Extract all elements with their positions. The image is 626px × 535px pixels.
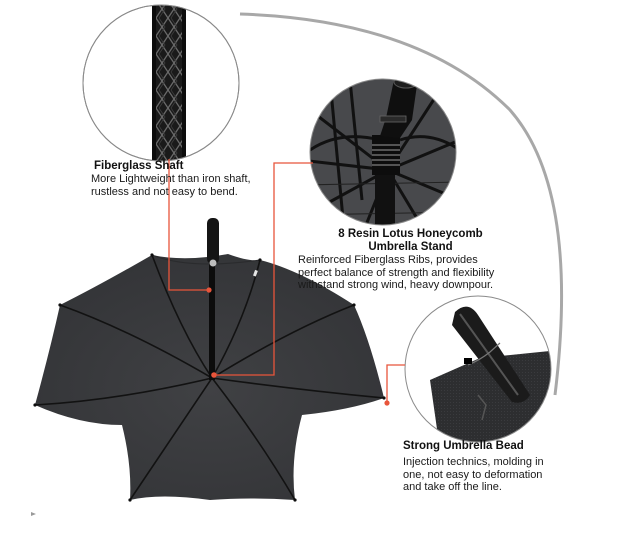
callout-title: Fiberglass Shaft — [94, 160, 184, 172]
callout-umbrella-bead: Strong Umbrella Bead Injection technics,… — [403, 440, 603, 494]
stand-detail-image — [309, 78, 457, 226]
connector-stand — [216, 162, 313, 376]
callout-description-line: More Lightweight than iron shaft, — [91, 173, 251, 185]
callout-title: 8 Resin Lotus Honeycomb — [338, 228, 483, 240]
connector-shaft — [168, 159, 209, 291]
callout-description-line: Injection technics, molding in — [403, 456, 544, 468]
connector-bead — [386, 364, 405, 402]
connector-lines — [168, 159, 405, 402]
callout-description-line: and take off the line. — [403, 481, 502, 493]
callout-title: Strong Umbrella Bead — [403, 440, 524, 452]
callout-honeycomb-stand: 8 Resin Lotus Honeycomb Umbrella Stand R… — [298, 228, 558, 292]
callout-fiberglass-shaft: Fiberglass Shaft More Lightweight than i… — [91, 160, 311, 198]
callout-description-line: withstand strong wind, heavy downpour. — [298, 279, 494, 291]
main-umbrella-image — [33, 218, 386, 502]
callout-description-line: perfect balance of strength and flexibil… — [298, 266, 495, 279]
callout-title: Umbrella Stand — [368, 241, 453, 253]
callout-description-line: Reinforced Fiberglass Ribs, provides — [298, 254, 478, 266]
bead-detail-image — [404, 295, 552, 443]
shaft-detail-image — [82, 4, 240, 162]
connector-dots — [206, 287, 390, 406]
callout-description-line: rustless and not easy to bend. — [91, 185, 238, 198]
decorative-arc — [239, 12, 564, 396]
callout-description-line: one, not easy to deformation — [403, 468, 543, 481]
corner-mark — [31, 512, 36, 516]
